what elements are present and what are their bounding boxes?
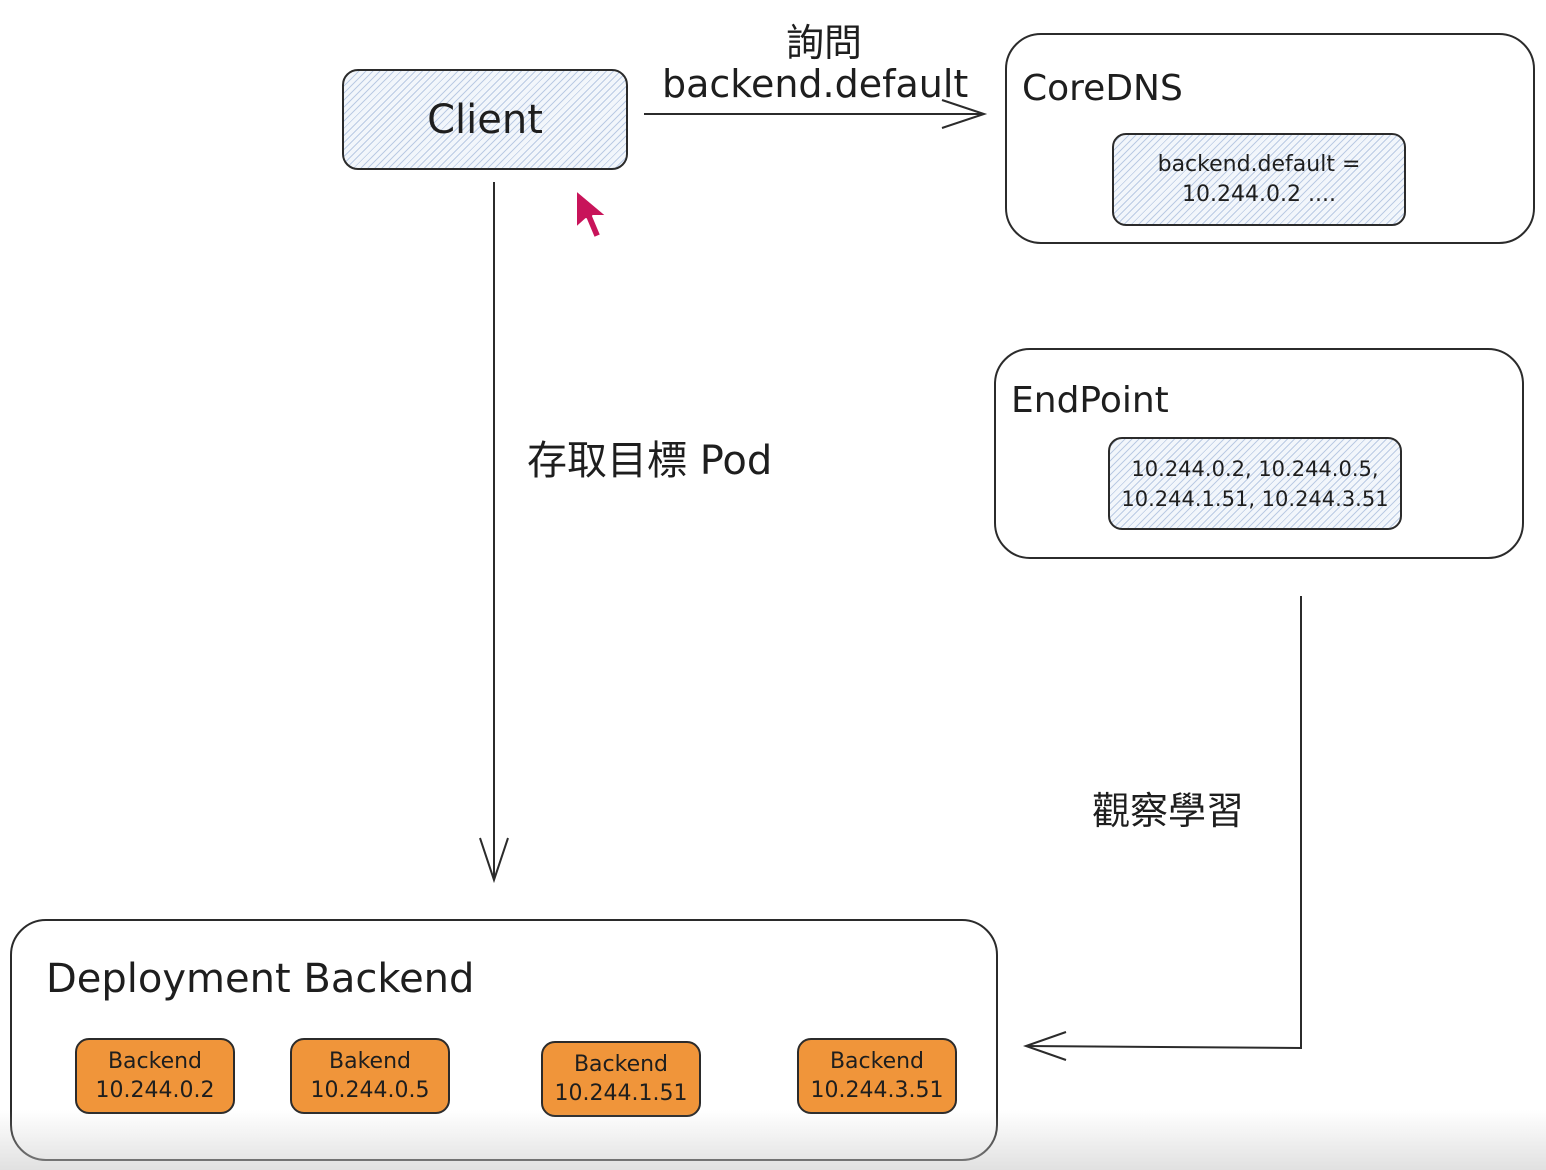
coredns-record-line2: 10.244.0.2 .... — [1182, 181, 1336, 207]
pod-ip: 10.244.0.2 — [95, 1078, 215, 1103]
learn-arrow — [1022, 596, 1302, 1061]
coredns-box[interactable] — [1005, 33, 1535, 244]
pod-backend-1[interactable]: Backend 10.244.0.2 — [75, 1038, 235, 1114]
deployment-title: Deployment Backend — [46, 956, 475, 1002]
coredns-record-line1: backend.default = — [1157, 151, 1361, 177]
access-arrow — [479, 182, 509, 884]
pod-backend-2[interactable]: Bakend 10.244.0.5 — [290, 1038, 450, 1114]
pod-name: Bakend — [329, 1049, 411, 1074]
pod-name: Backend — [573, 1052, 669, 1077]
pod-name: Backend — [107, 1049, 203, 1074]
pod-ip: 10.244.3.51 — [810, 1078, 944, 1103]
pod-name: Backend — [829, 1049, 925, 1074]
endpoint-title: EndPoint — [1011, 380, 1169, 421]
endpoint-box[interactable] — [994, 348, 1524, 559]
learn-edge-label: 觀察學習 — [1092, 789, 1245, 833]
endpoint-ips-line1: 10.244.0.2, 10.244.0.5, — [1131, 456, 1379, 481]
client-node[interactable]: Client — [342, 69, 628, 170]
query-edge-label-top: 詢問 — [786, 21, 863, 65]
pod-backend-3[interactable]: Backend 10.244.1.51 — [541, 1041, 701, 1117]
coredns-record[interactable]: backend.default = 10.244.0.2 .... — [1112, 133, 1406, 226]
coredns-title: CoreDNS — [1022, 68, 1183, 109]
cursor-icon — [575, 189, 608, 239]
query-arrow — [644, 99, 988, 129]
access-edge-label: 存取目標 Pod — [527, 438, 773, 484]
client-label: Client — [427, 96, 543, 143]
query-edge-label-bottom: backend.default — [662, 62, 969, 106]
pod-backend-4[interactable]: Backend 10.244.3.51 — [797, 1038, 957, 1114]
endpoint-ip-list[interactable]: 10.244.0.2, 10.244.0.5, 10.244.1.51, 10.… — [1108, 437, 1402, 530]
pod-ip: 10.244.1.51 — [554, 1081, 688, 1106]
pod-ip: 10.244.0.5 — [310, 1078, 430, 1103]
endpoint-ips-line2: 10.244.1.51, 10.244.3.51 — [1121, 486, 1389, 511]
